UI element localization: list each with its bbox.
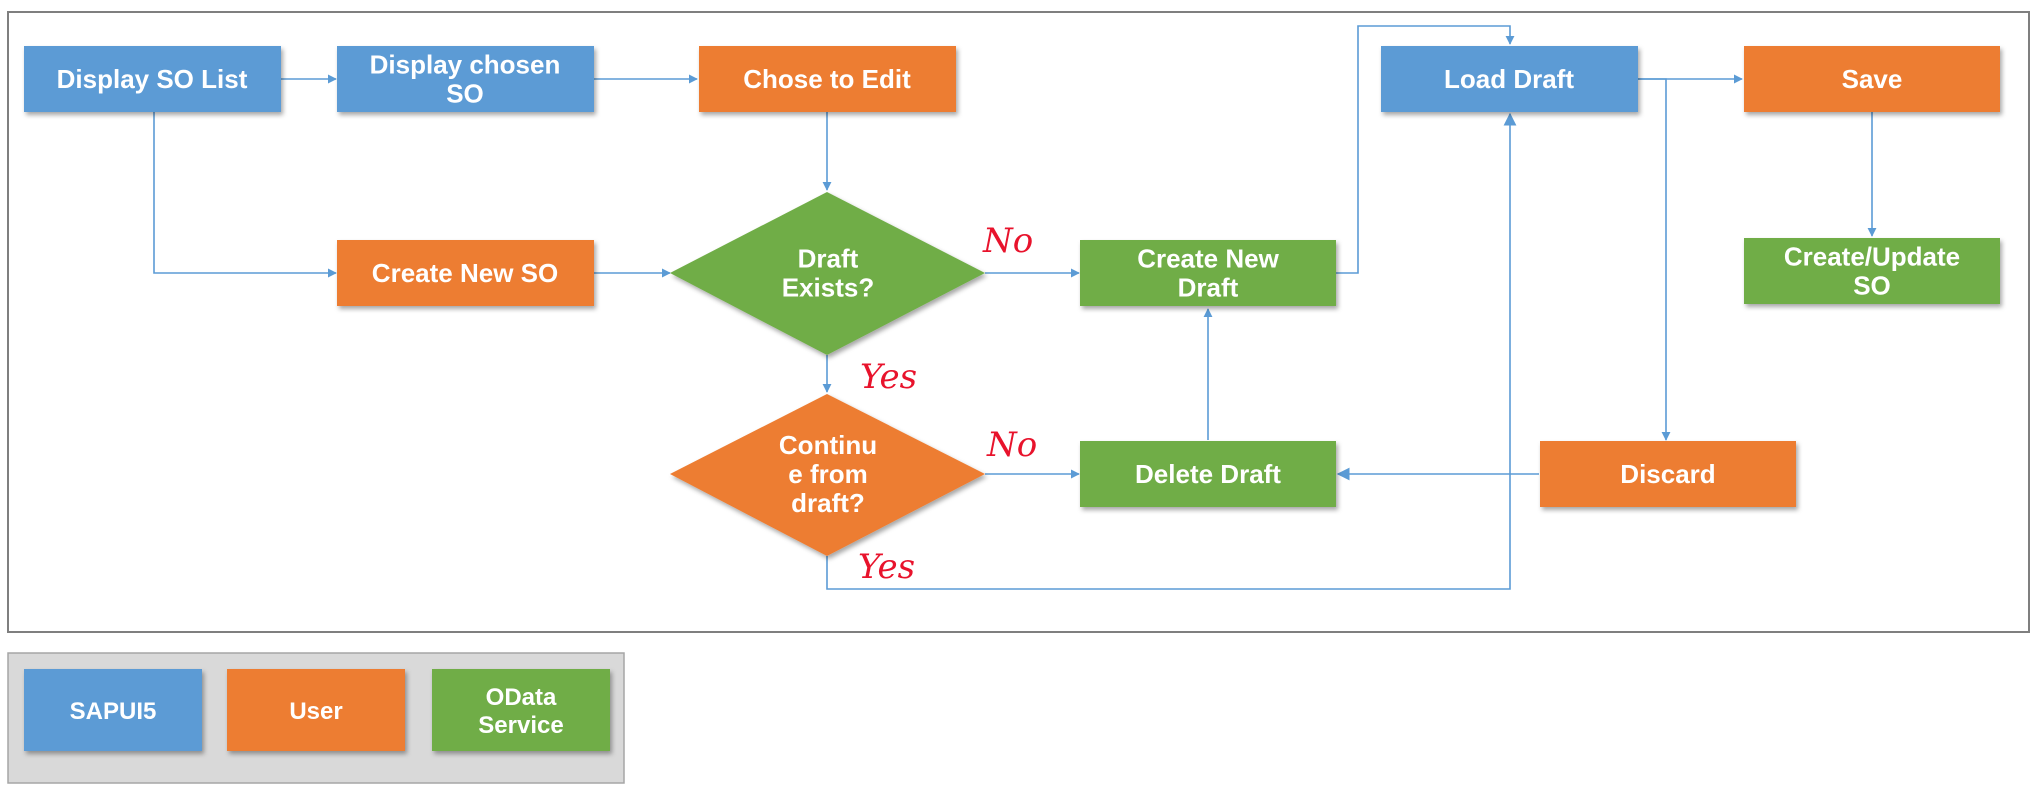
annotation-yes-continue: Yes <box>858 547 915 587</box>
svg-text:Display SO List: Display SO List <box>57 64 248 94</box>
node-save: Save <box>1744 46 2000 112</box>
node-label-line: Continu <box>779 430 877 460</box>
annotation-yes-draft-exists: Yes <box>860 357 917 397</box>
node-chose-to-edit: Chose to Edit <box>699 46 956 112</box>
node-load-draft: Load Draft <box>1381 46 1638 112</box>
connector-list-to-create-so <box>153 112 337 278</box>
node-label-line: Load Draft <box>1444 64 1574 94</box>
svg-text:Save: Save <box>1842 64 1903 94</box>
diagram-frame <box>7 11 2030 633</box>
node-label-line: OData <box>486 684 557 711</box>
annotation-no-continue: No <box>986 425 1037 465</box>
node-label-line: SO <box>1853 271 1891 301</box>
svg-text:Create New SO: Create New SO <box>372 258 558 288</box>
svg-text:SAPUI5: SAPUI5 <box>70 698 157 725</box>
node-display-so-list: Display SO List <box>24 46 281 112</box>
node-label-line: Create/Update <box>1784 242 1960 272</box>
annotation-no-draft-exists: No <box>982 221 1033 261</box>
node-label-line: Save <box>1842 64 1903 94</box>
node-label-line: draft? <box>791 488 865 518</box>
node-label-line: Draft <box>798 244 859 274</box>
node-label-line: Display SO List <box>57 64 248 94</box>
node-label-line: Display chosen <box>370 50 561 80</box>
legend-sapui5: SAPUI5 <box>24 669 202 751</box>
connector-load-to-discard <box>1638 78 1671 441</box>
node-delete-draft: Delete Draft <box>1080 441 1336 507</box>
node-label-line: Create New SO <box>372 258 558 288</box>
node-label-line: Draft <box>1178 273 1239 303</box>
svg-text:Discard: Discard <box>1620 459 1715 489</box>
node-label-line: Service <box>478 712 563 739</box>
node-label-line: Chose to Edit <box>743 64 911 94</box>
node-label-line: Delete Draft <box>1135 459 1281 489</box>
svg-text:User: User <box>289 698 342 725</box>
connector-continue-yes <box>826 112 1517 590</box>
connector-create-draft-to-load <box>1336 25 1515 274</box>
node-label-line: e from <box>788 459 867 489</box>
node-label-line: Discard <box>1620 459 1715 489</box>
node-label-line: SO <box>446 79 484 109</box>
legend-user: User <box>227 669 405 751</box>
node-label-line: Create New <box>1137 244 1279 274</box>
connectors <box>153 25 1877 590</box>
svg-text:Chose to Edit: Chose to Edit <box>743 64 911 94</box>
svg-text:Delete Draft: Delete Draft <box>1135 459 1281 489</box>
node-label-line: Exists? <box>782 273 875 303</box>
node-label-line: SAPUI5 <box>70 698 157 725</box>
node-discard: Discard <box>1540 441 1796 507</box>
svg-text:Load Draft: Load Draft <box>1444 64 1574 94</box>
node-label-line: User <box>289 698 342 725</box>
node-create-new-so: Create New SO <box>337 240 594 306</box>
